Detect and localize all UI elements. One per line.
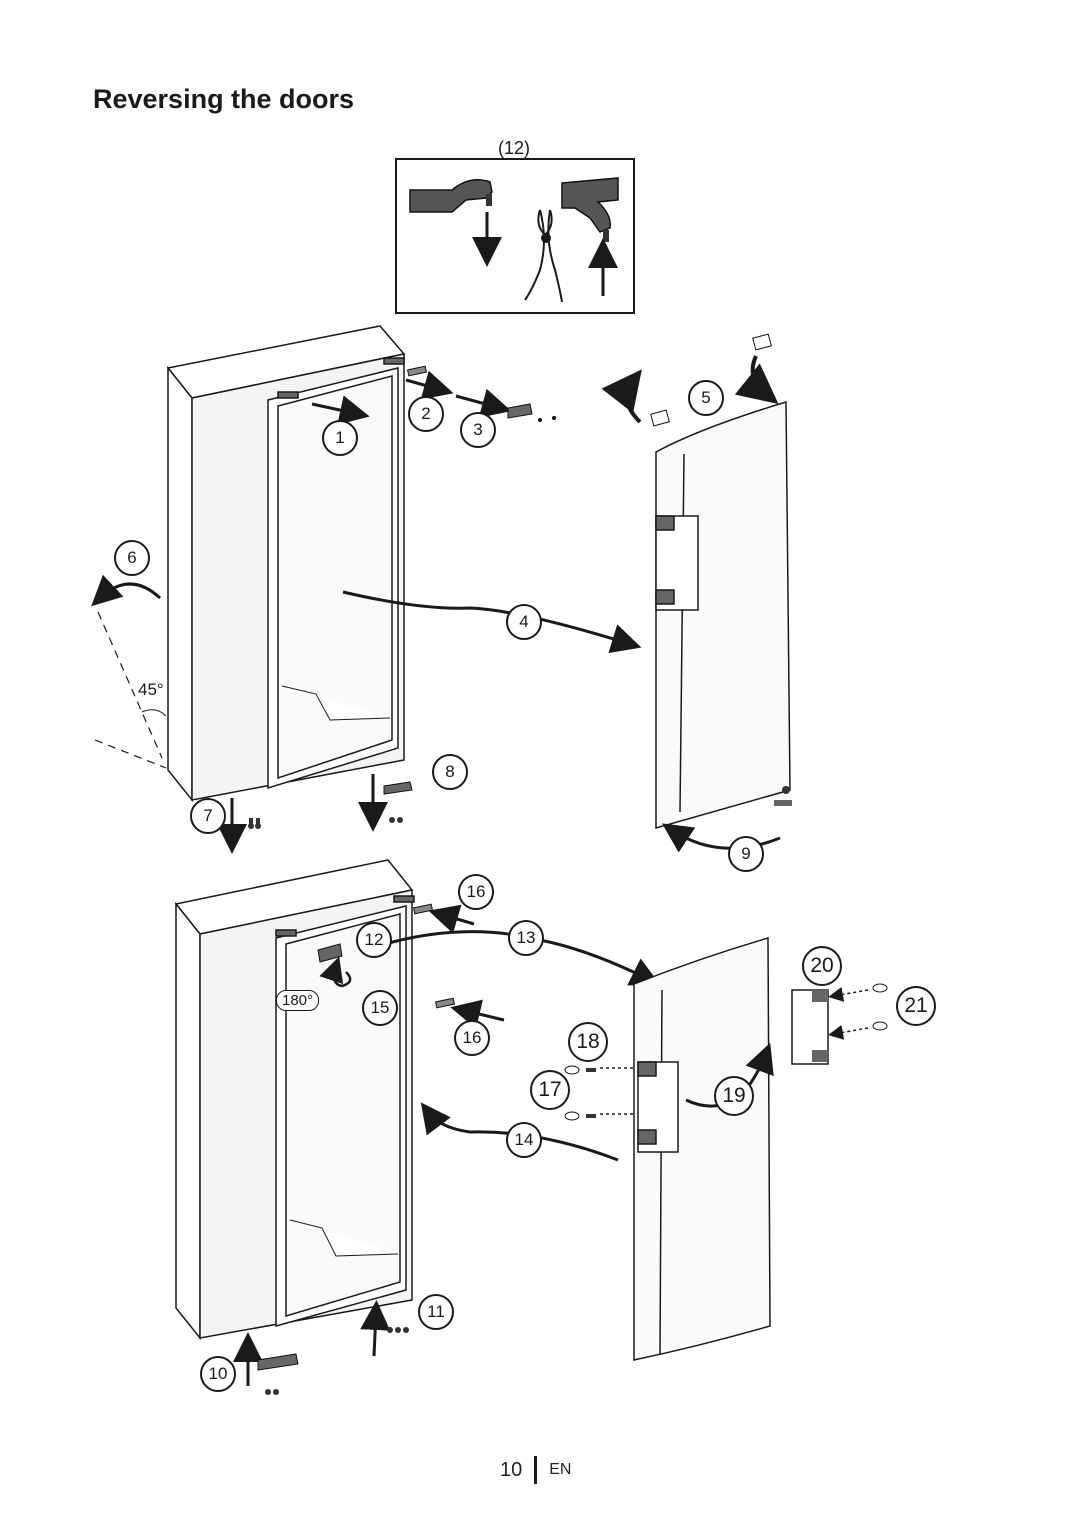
footer-divider — [534, 1456, 538, 1484]
pliers-icon — [524, 209, 563, 303]
page-title: Reversing the doors — [93, 84, 355, 114]
step-5-callout: 5 — [688, 380, 724, 416]
language-code: EN — [549, 1461, 572, 1478]
door-bottom — [633, 936, 771, 1361]
step-9-callout: 9 — [728, 836, 764, 872]
step-3-callout: 3 — [460, 412, 496, 448]
angle-45-label: 45° — [138, 680, 164, 699]
feet-screws-left-icon — [248, 818, 261, 829]
step-7-callout: 7 — [190, 798, 226, 834]
step-4-callout: 4 — [506, 604, 542, 640]
step-15-callout: 15 — [362, 990, 398, 1026]
hinge-left-icon — [409, 179, 493, 213]
step-21-callout: 21 — [896, 986, 936, 1026]
step-11-callout: 11 — [418, 1294, 454, 1330]
step-16a-callout: 16 — [458, 874, 494, 910]
step-18-callout: 18 — [568, 1022, 608, 1062]
step-1-callout: 1 — [322, 420, 358, 456]
page-number: 10 — [500, 1458, 523, 1481]
door-handle-icon — [791, 983, 888, 1065]
page-footer: 10 EN — [500, 1456, 571, 1484]
step-13-callout: 13 — [508, 920, 544, 956]
step-2-callout: 2 — [408, 396, 444, 432]
step-14-callout: 14 — [506, 1122, 542, 1158]
inset-label: (12) — [498, 138, 531, 158]
hinge-inset — [395, 158, 635, 314]
step-10-callout: 10 — [200, 1356, 236, 1392]
step-16b-callout: 16 — [454, 1020, 490, 1056]
step-12-callout: 12 — [356, 922, 392, 958]
bottom-hinge-lower-icon — [257, 1353, 299, 1395]
bottom-hinge-icon — [383, 781, 413, 823]
feet-screws-right-icon — [387, 1327, 409, 1333]
step-17-callout: 17 — [530, 1070, 570, 1110]
hinge-right-icon — [561, 177, 619, 242]
step-6-callout: 6 — [114, 540, 150, 576]
top-hinge-small-icon — [507, 403, 556, 422]
step-20-callout: 20 — [802, 946, 842, 986]
handle-screws-icon — [564, 1065, 596, 1121]
step-19-callout: 19 — [714, 1076, 754, 1116]
door-hinge-pin-icon — [774, 786, 792, 806]
door-top — [655, 400, 791, 829]
step-8-callout: 8 — [432, 754, 468, 790]
angle-180-label: 180° — [276, 990, 320, 1011]
cabinet-top — [166, 325, 406, 803]
